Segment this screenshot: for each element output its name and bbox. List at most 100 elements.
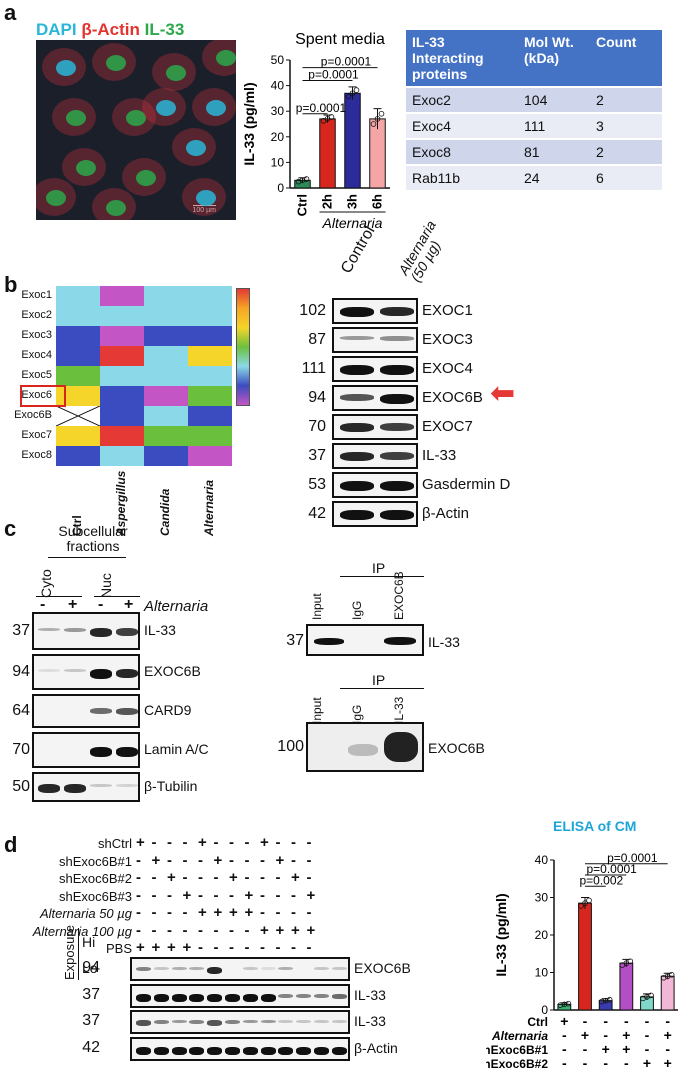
blot-band xyxy=(340,394,374,401)
blot-band xyxy=(90,708,112,714)
heatmap-col-label: Alternaria xyxy=(202,479,216,536)
heatmap-cell xyxy=(144,366,188,386)
sign: - xyxy=(151,921,157,939)
table-row: Exoc4 111 3 xyxy=(406,113,662,140)
cross-mark xyxy=(56,406,100,426)
elisa-title: ELISA of CM xyxy=(553,818,637,834)
sign: + xyxy=(260,834,269,851)
blot-band xyxy=(171,994,187,1002)
y-tick-label: 30 xyxy=(535,891,549,905)
cell-nucleus xyxy=(76,160,96,176)
y-tick-label: 0 xyxy=(277,181,284,195)
sign: - xyxy=(275,869,281,886)
blot-band xyxy=(260,1020,276,1024)
blot-strip xyxy=(332,501,418,527)
sign: - xyxy=(291,939,296,956)
sign: - xyxy=(167,851,172,869)
bar xyxy=(319,118,336,189)
table-cell: Exoc8 xyxy=(406,139,518,166)
bar xyxy=(578,902,592,1011)
sign: + xyxy=(275,921,285,939)
y-tick-label: 40 xyxy=(535,853,549,867)
heatmap-cell xyxy=(100,426,144,446)
col-label: Alternaria (50 µg) xyxy=(395,217,444,285)
sign: + xyxy=(167,869,176,886)
blot-strip xyxy=(332,356,418,382)
blot-name: CARD9 xyxy=(144,702,192,718)
data-point xyxy=(648,992,654,999)
heatmap-row-label: Exoc2 xyxy=(21,309,52,321)
y-axis-label: IL-33 (pg/ml) xyxy=(493,893,509,976)
heatmap-cell xyxy=(144,326,188,346)
blot-band xyxy=(207,967,223,975)
data-point xyxy=(565,1000,572,1007)
bar xyxy=(369,118,386,189)
heatmap-row-label: Exoc4 xyxy=(21,349,52,361)
heatmap-row-label: Exoc8 xyxy=(21,449,52,461)
blot-name: EXOC4 xyxy=(422,360,473,377)
sign: - xyxy=(213,834,219,851)
blot-strip xyxy=(32,732,140,768)
sign: - xyxy=(136,886,141,904)
ip-col: Input xyxy=(310,593,324,620)
sign: - xyxy=(213,886,219,904)
mw-label: 37 xyxy=(308,447,326,464)
sign: + xyxy=(581,1027,589,1043)
table-cell: Exoc2 xyxy=(406,87,518,114)
sign: + xyxy=(213,851,223,869)
divider xyxy=(48,557,126,558)
sign: + xyxy=(622,1041,630,1057)
cell-nucleus xyxy=(156,100,176,116)
blot-name: IL-33 xyxy=(144,622,176,638)
sign: - xyxy=(260,869,265,886)
blot-band xyxy=(340,336,374,340)
sign: - xyxy=(167,921,172,939)
sign: - xyxy=(151,886,157,904)
blot-band xyxy=(207,1020,223,1026)
divider xyxy=(78,928,79,980)
sign: + xyxy=(306,921,316,939)
data-point xyxy=(378,110,385,117)
data-point xyxy=(303,176,310,182)
condition-label: shExoc6B#3 xyxy=(59,888,132,904)
blot-band xyxy=(38,628,60,631)
heatmap-row-label: Exoc1 xyxy=(21,289,52,301)
heatmap-cell xyxy=(100,326,144,346)
dapi-label: DAPI xyxy=(36,20,77,39)
sign: - xyxy=(244,939,250,956)
heatmap-row-label: Exoc6B xyxy=(14,409,52,421)
sign: - xyxy=(603,1055,608,1068)
sign: + xyxy=(244,904,254,921)
blot-band xyxy=(225,994,240,1002)
blot-name: EXOC6B xyxy=(422,389,483,406)
blot-band xyxy=(64,628,86,632)
panel-c-label: c xyxy=(4,516,17,541)
blot-band xyxy=(136,1047,151,1055)
heatmap-cell xyxy=(144,446,188,466)
sign: - xyxy=(275,886,281,904)
heatmap-cell xyxy=(56,286,100,306)
heatmap-cell xyxy=(188,366,232,386)
ip-blot xyxy=(306,624,424,656)
blot-band xyxy=(296,994,312,998)
blot-name: β-Tubilin xyxy=(144,778,198,794)
cross-line xyxy=(56,406,100,426)
sign: + xyxy=(198,904,207,921)
colorbar xyxy=(236,288,250,406)
hi-label: Hi xyxy=(82,934,96,950)
cell-nucleus xyxy=(186,140,206,156)
mw-label: 94 xyxy=(12,663,30,680)
sign: - xyxy=(151,904,157,921)
mw-label: 37 xyxy=(286,632,304,649)
sign: - xyxy=(136,851,141,869)
sign: - xyxy=(40,596,46,613)
blot-band xyxy=(116,747,138,757)
sign: - xyxy=(291,886,296,904)
sign: - xyxy=(213,921,219,939)
sign: + xyxy=(229,869,238,886)
blot-band xyxy=(171,1047,187,1055)
heatmap-cell xyxy=(100,286,144,306)
blot-strip xyxy=(32,772,140,802)
heatmap-cell xyxy=(100,306,144,326)
